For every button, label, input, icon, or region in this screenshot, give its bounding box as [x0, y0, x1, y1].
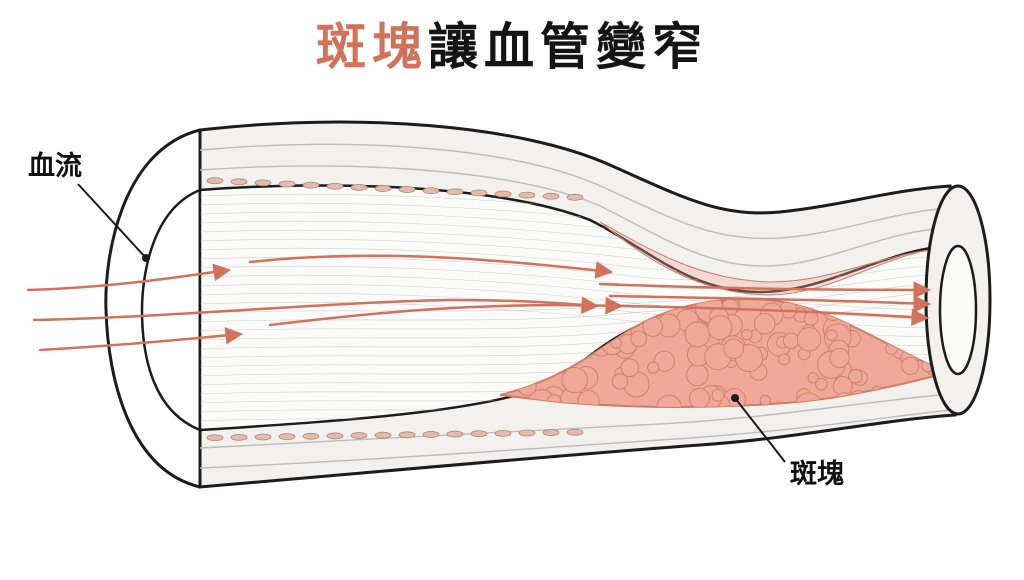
plaque-cell: [707, 315, 733, 341]
flow-arrow-head: [594, 261, 614, 279]
plaque-cell: [796, 327, 822, 352]
wall-cell: [206, 434, 224, 442]
plaque-cell: [620, 358, 640, 378]
plaque-cell: [688, 387, 710, 407]
plaque-cell: [803, 311, 819, 326]
wall-cell: [374, 185, 392, 192]
wall-cell: [446, 188, 464, 196]
wall-cell: [302, 181, 320, 189]
flow-arrow-head: [913, 281, 932, 299]
wall-cell: [398, 186, 416, 193]
fiber-line: [200, 308, 955, 323]
plaque-cell: [611, 373, 629, 390]
flow-arrow-head: [605, 296, 624, 315]
flow-arrow-line: [26, 268, 230, 292]
plaque-cell: [754, 312, 776, 335]
wall-cell: [326, 432, 344, 440]
plaque-cell: [807, 372, 819, 384]
wall-cell: [470, 189, 488, 197]
plaque-cell: [825, 329, 838, 341]
flow-arrow-head: [913, 295, 932, 313]
flow-arrow-line: [268, 303, 622, 327]
title-highlight: 斑塊: [316, 18, 428, 76]
wall-cell: [206, 177, 224, 185]
wall-cell: [302, 432, 320, 440]
plaque-cell: [815, 377, 828, 391]
plaque-cell: [723, 338, 745, 360]
plaque-cell: [829, 347, 850, 369]
plaque-cell: [653, 350, 675, 372]
fiber-line: [200, 299, 955, 314]
wall-cell: [398, 431, 416, 439]
flow-arrow-line: [598, 282, 930, 292]
wall-cell: [518, 191, 536, 199]
vessel-wall-layers: [199, 143, 951, 469]
wall-cell: [542, 192, 560, 200]
wall-cell: [230, 433, 248, 441]
flow-arrow-line: [38, 332, 242, 352]
plaque-leader-line: [734, 397, 786, 463]
plaque-cell: [711, 388, 725, 402]
wall-cell: [518, 429, 536, 437]
wall-cell: [278, 180, 296, 188]
vessel-right-opening: [924, 184, 992, 416]
wall-cell: [494, 190, 512, 198]
wall-cell: [566, 193, 584, 201]
flow-arrow-head: [224, 326, 244, 345]
wall-cell: [422, 431, 440, 438]
plaque-cell: [848, 368, 863, 384]
plaque-leader-dot: [731, 394, 739, 402]
wall-cell: [350, 183, 368, 191]
wall-cell: [254, 179, 272, 187]
fiber-line: [200, 272, 955, 299]
wall-cell: [326, 182, 344, 190]
wall-cell: [374, 431, 392, 439]
page-title: 斑塊讓血管變窄: [0, 14, 1024, 80]
blood-flow-leader-line: [77, 183, 147, 259]
plaque-cell: [686, 363, 709, 387]
plaque-cell: [630, 330, 648, 348]
plaque-cell: [901, 356, 920, 375]
wall-cell: [422, 187, 440, 195]
wall-cell: [350, 432, 368, 439]
wall-cell: [446, 430, 464, 438]
wall-cell: [230, 178, 248, 186]
endothelium-cells: [206, 177, 584, 442]
vessel-left-opening: [104, 128, 201, 489]
blood-flow-leader-dot: [142, 254, 150, 262]
flow-arrow-line: [248, 254, 612, 274]
fiber-line: [200, 317, 955, 332]
blood-flow-label: 血流: [28, 151, 82, 182]
plaque-cell: [656, 394, 682, 407]
wall-cell: [254, 433, 272, 441]
flow-arrow-head: [911, 308, 930, 326]
fiber-line: [200, 299, 955, 326]
flow-arrow-line: [32, 298, 597, 322]
plaque-cell: [782, 332, 800, 349]
plaque-cell: [647, 361, 660, 374]
plaque-cell: [778, 353, 791, 366]
flow-arrow-line: [608, 294, 930, 306]
wall-cell: [278, 433, 296, 441]
plaque-cell: [561, 366, 588, 394]
wall-cell: [542, 429, 560, 437]
blood-flow-arrows: [26, 254, 932, 352]
flow-arrow-line: [618, 304, 928, 320]
plaque-label: 斑塊: [790, 459, 844, 490]
plaque-cell: [741, 328, 753, 341]
flow-arrow-head: [212, 263, 232, 281]
wall-cell: [566, 428, 584, 436]
title-rest: 讓血管變窄: [428, 18, 708, 76]
wall-cell: [494, 429, 512, 437]
wall-cell: [470, 430, 488, 438]
plaque-cell: [684, 321, 711, 348]
fiber-line: [200, 281, 955, 308]
